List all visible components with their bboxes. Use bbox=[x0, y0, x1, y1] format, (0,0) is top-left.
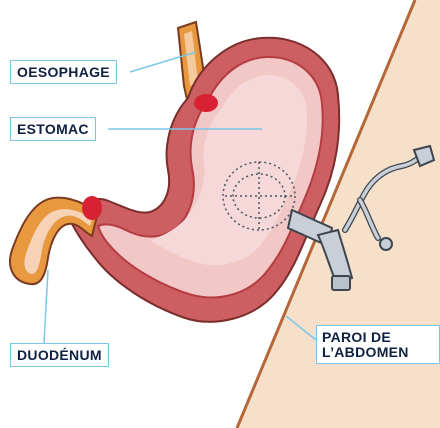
label-oesophagus: OESOPHAGE bbox=[10, 60, 117, 84]
pyloric-sphincter bbox=[82, 196, 102, 220]
label-abdominal-wall-line1: PAROI DE bbox=[322, 330, 434, 345]
label-abdominal-wall-line2: L’ABDOMEN bbox=[322, 345, 434, 360]
label-abdominal-wall: PAROI DE L’ABDOMEN bbox=[316, 325, 440, 364]
cardiac-sphincter bbox=[194, 94, 218, 112]
label-stomach: ESTOMAC bbox=[10, 117, 96, 141]
label-duodenum: DUODÉNUM bbox=[10, 343, 109, 367]
